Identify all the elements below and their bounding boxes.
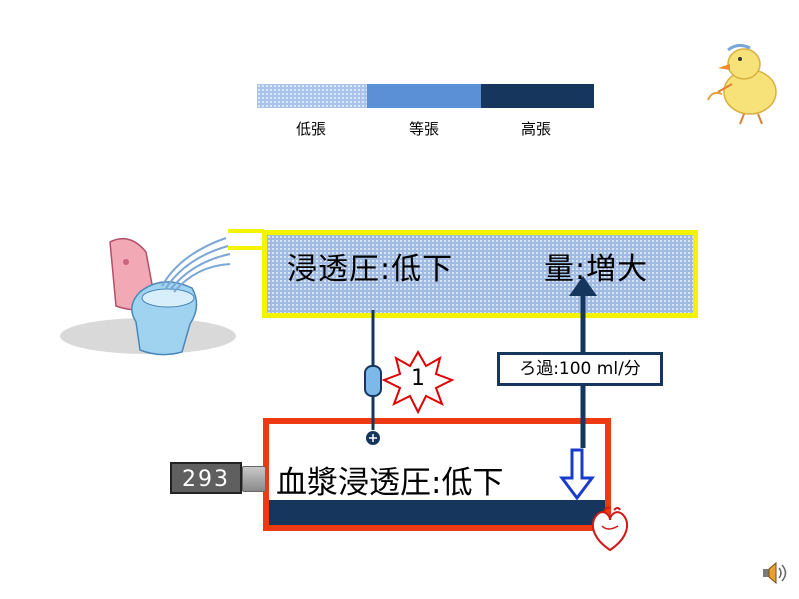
legend-label-hypotonic: 低張 bbox=[295, 120, 326, 138]
counter-knob bbox=[242, 466, 266, 492]
hollow-down-arrow bbox=[559, 448, 595, 501]
legend-swatch-hypertonic bbox=[481, 84, 594, 108]
legend-swatch-isotonic bbox=[367, 84, 481, 108]
filtration-label: ろ過:100 ml/分 bbox=[497, 352, 663, 386]
legend-swatch-hypotonic bbox=[257, 84, 367, 108]
starburst-icon bbox=[381, 349, 455, 415]
speaker-icon[interactable] bbox=[760, 560, 788, 586]
heart-icon bbox=[592, 506, 628, 552]
plasma-osmotic-text: 血漿浸透圧:低下 bbox=[276, 465, 504, 501]
legend-label-hypertonic: 高張 bbox=[520, 120, 551, 138]
chick-icon bbox=[707, 43, 777, 125]
legend-label-isotonic: 等張 bbox=[408, 120, 439, 138]
urine-volume-text: 量:増大 bbox=[544, 252, 649, 287]
urine-box bbox=[262, 230, 698, 318]
urine-osmotic-text: 浸透圧:低下 bbox=[287, 252, 454, 287]
pump-icon bbox=[364, 310, 382, 445]
counter-display: 293 bbox=[170, 462, 242, 494]
urine-connector bbox=[228, 229, 264, 250]
plasma-level-bar bbox=[269, 500, 605, 525]
starburst-number: 1 bbox=[411, 366, 425, 391]
toilet-icon bbox=[60, 237, 236, 356]
